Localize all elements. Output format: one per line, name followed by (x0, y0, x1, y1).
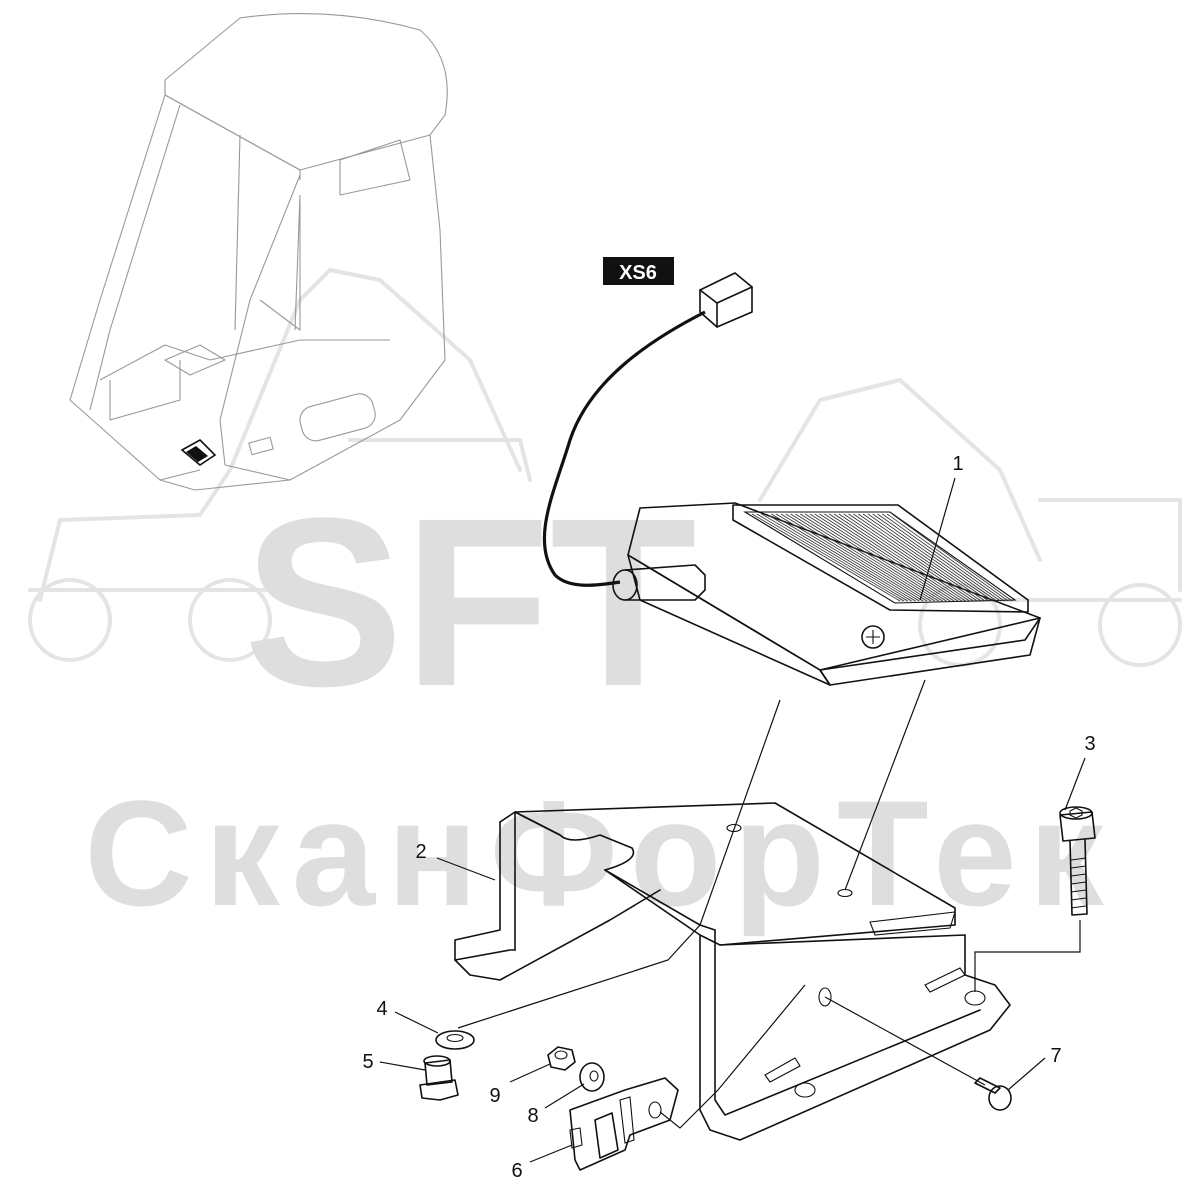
grip-rib (833, 513, 966, 602)
grip-rib (761, 513, 908, 602)
assembly-lines (457, 679, 1081, 1129)
callout-8: 8 (527, 1105, 538, 1127)
part-9-nut (547, 1046, 576, 1071)
connector-xs6: XS6 (542, 257, 753, 587)
grip-pattern (743, 511, 1017, 604)
callout-7: 7 (1050, 1045, 1061, 1067)
grip-rib (824, 513, 959, 602)
grip-rib (756, 513, 905, 602)
grip-rib (771, 513, 916, 602)
grip-rib (790, 513, 932, 602)
watermark-company-text: СканФорТек (84, 769, 1115, 937)
grip-rib (819, 513, 955, 602)
part-5-bolt (419, 1055, 459, 1101)
grip-rib (867, 513, 993, 602)
callout-5: 5 (362, 1051, 373, 1073)
connector-cable (542, 310, 706, 587)
watermark-logo-text: SFT (243, 468, 696, 736)
grip-rib (843, 513, 974, 602)
connector-tag-label: XS6 (619, 262, 657, 284)
grip-rib (862, 513, 990, 602)
callout-3: 3 (1084, 733, 1095, 755)
part-6-clip-plate (569, 1077, 679, 1171)
grip-rib (877, 513, 1001, 602)
callout-1: 1 (952, 453, 963, 475)
grip-rib (766, 513, 912, 602)
grip-rib (775, 513, 920, 602)
grip-rib (886, 513, 1009, 602)
grip-rib (848, 513, 978, 602)
callout-2: 2 (415, 841, 426, 863)
callout-9: 9 (489, 1085, 500, 1107)
grip-rib (814, 513, 951, 602)
part-3-cap-screw (1059, 806, 1096, 916)
cab-overview (69, 13, 448, 491)
part-7-bolt (974, 1077, 1012, 1111)
part-8-washer (579, 1062, 605, 1092)
connector-tag-box (603, 257, 674, 285)
grip-rib (785, 513, 928, 602)
grip-rib (872, 513, 997, 602)
grip-rib (891, 513, 1013, 602)
grip-rib (751, 513, 901, 602)
grip-rib (804, 513, 943, 602)
watermark: SFT СканФорТек (28, 268, 1182, 937)
callout-6: 6 (511, 1160, 522, 1182)
grip-rib (853, 513, 982, 602)
callout-numbers: 1 2 3 4 5 6 7 8 9 (362, 453, 1095, 1182)
grip-rib (882, 513, 1005, 602)
cab-pedal-location (180, 439, 217, 466)
grip-rib (829, 513, 963, 602)
grip-rib (857, 513, 986, 602)
grip-rib (780, 513, 924, 602)
callout-leaders (379, 477, 1086, 1163)
grip-rib (838, 513, 970, 602)
callout-4: 4 (376, 998, 387, 1020)
part-1-foot-switch (612, 502, 1041, 686)
grip-rib (795, 513, 935, 602)
part-4-washer (435, 1030, 475, 1050)
grip-rib (800, 513, 939, 602)
